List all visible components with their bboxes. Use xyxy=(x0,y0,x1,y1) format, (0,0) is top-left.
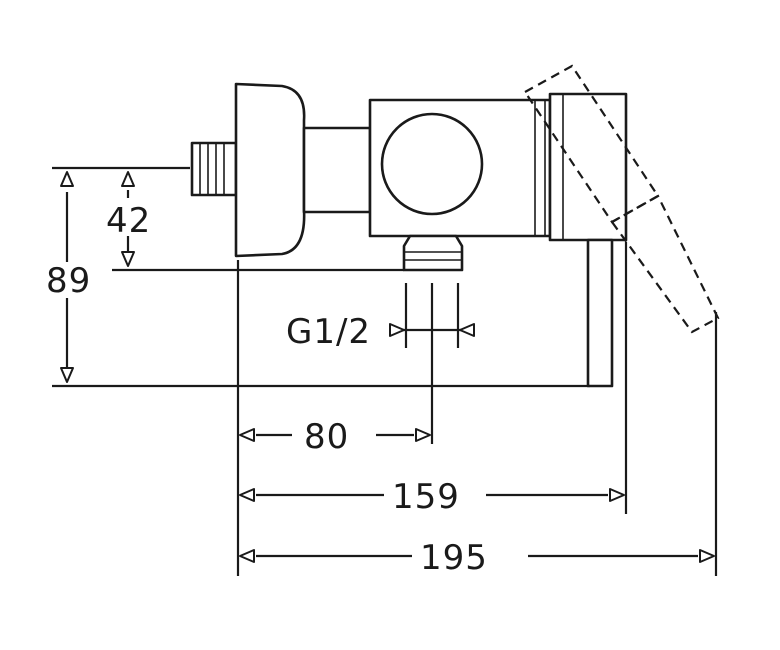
side-cap xyxy=(380,112,484,216)
dimension-159: 159 xyxy=(239,477,625,517)
thread-label: G1/2 xyxy=(286,312,371,352)
dimension-89-label: 89 xyxy=(46,261,91,301)
lever-dashed-outline xyxy=(523,64,720,334)
outlet-nut xyxy=(402,234,464,272)
connecting-pipe xyxy=(302,126,372,214)
threaded-inlet xyxy=(190,141,238,197)
dimension-42-label: 42 xyxy=(106,201,151,241)
dimension-89: 89 xyxy=(46,171,91,383)
cartridge-housing xyxy=(548,92,628,242)
dimension-159-label: 159 xyxy=(392,477,460,517)
housing-leg xyxy=(586,238,614,388)
dimension-80-label: 80 xyxy=(304,417,349,457)
dimension-195-label: 195 xyxy=(420,538,488,578)
dimension-195: 195 xyxy=(239,538,715,578)
dimension-thread: G1/2 xyxy=(286,312,475,352)
dimension-42: 42 xyxy=(106,171,151,267)
dimension-80: 80 xyxy=(239,417,431,457)
wall-flange xyxy=(234,82,306,258)
